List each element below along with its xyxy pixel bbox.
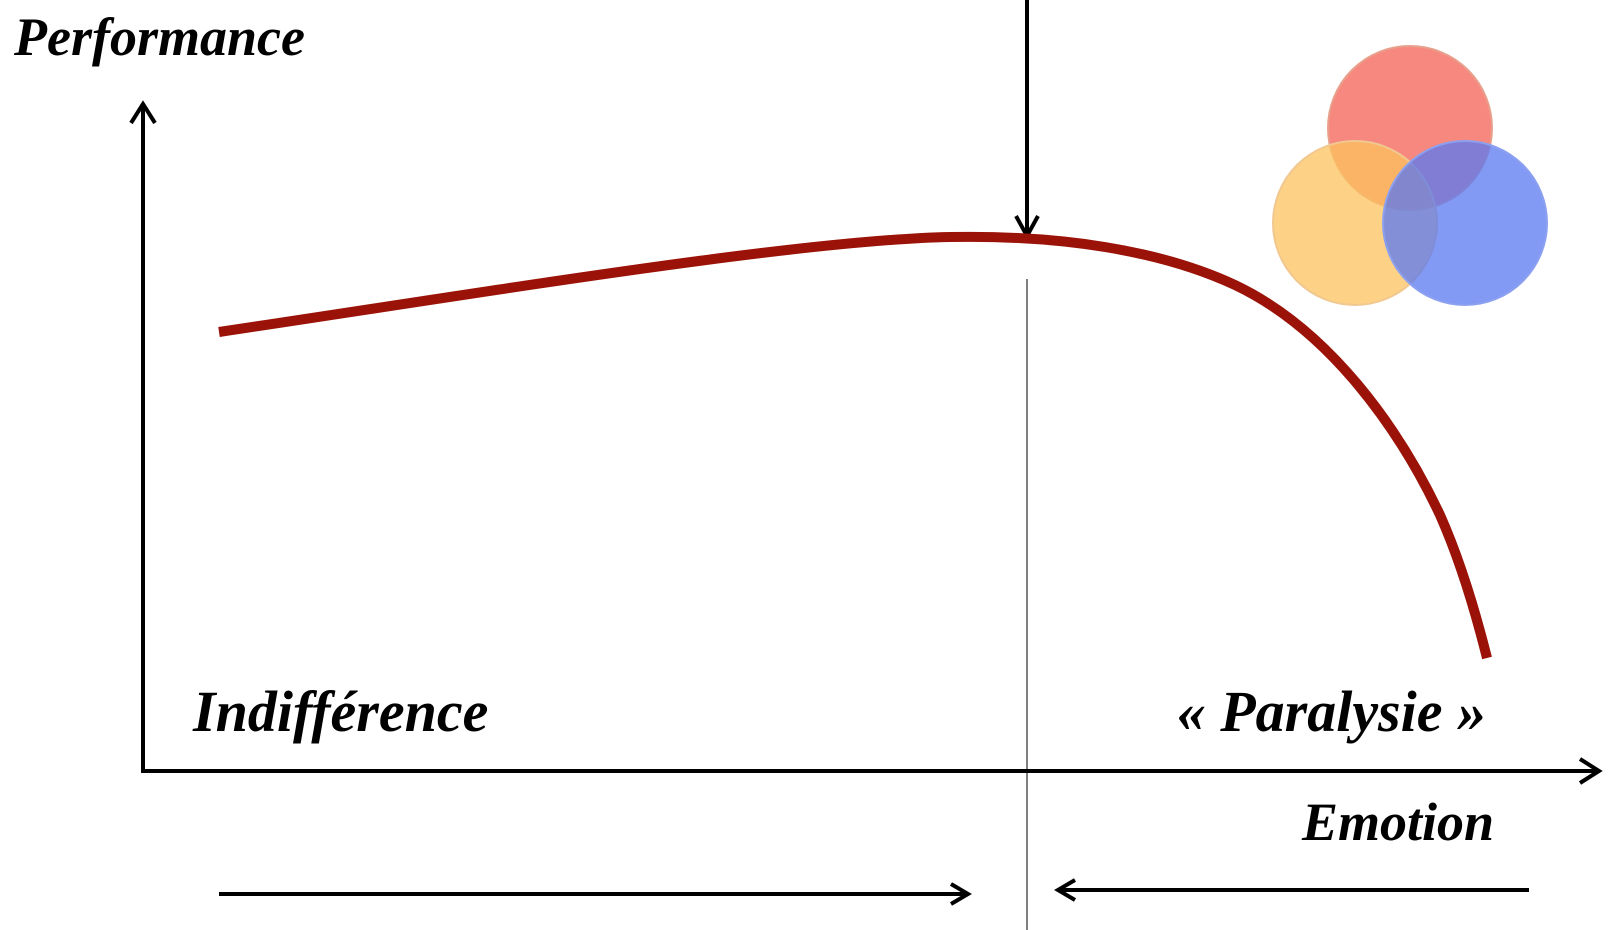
paralysis-label: « Paralysie » bbox=[1176, 679, 1486, 744]
increasing-emotion-arrow bbox=[219, 882, 972, 906]
y-axis-label: Performance bbox=[14, 7, 305, 67]
decreasing-emotion-arrow bbox=[1054, 878, 1529, 902]
performance-curve bbox=[218, 231, 1492, 660]
indifference-label: Indifférence bbox=[193, 679, 489, 744]
optimum-pointer-arrow bbox=[1014, 0, 1040, 241]
x-axis bbox=[141, 757, 1603, 785]
x-axis-label: Emotion bbox=[1301, 792, 1494, 852]
y-axis bbox=[129, 100, 157, 773]
overlapping-circles-icon bbox=[1272, 45, 1548, 306]
